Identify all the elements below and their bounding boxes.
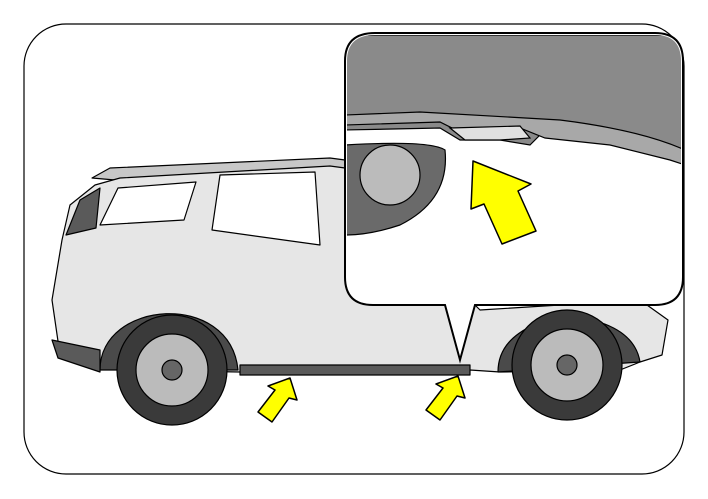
rear-wheel xyxy=(116,314,228,426)
front-wheel xyxy=(511,309,623,421)
jack-point-plate xyxy=(448,125,532,141)
rear-bumper-dark xyxy=(51,339,101,373)
side-window xyxy=(211,171,321,246)
arrow-up-right-icon xyxy=(257,377,298,423)
arrow-up-right-icon xyxy=(470,160,537,245)
rear-window xyxy=(99,181,197,226)
arrow-up-right-icon xyxy=(425,375,466,421)
rear-pillar-dark xyxy=(65,187,101,236)
sill-highlight xyxy=(347,111,681,166)
sill-dark xyxy=(239,364,471,376)
